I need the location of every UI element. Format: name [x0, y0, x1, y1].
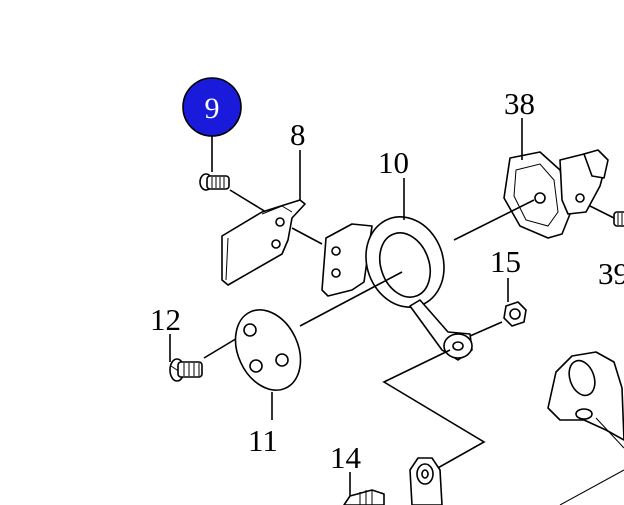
callout-9[interactable]: 9	[182, 77, 242, 172]
part-12-screw[interactable]	[169, 333, 245, 382]
part-11-disc[interactable]	[223, 271, 403, 420]
part-bracket-right[interactable]	[547, 351, 624, 505]
part-9-screw[interactable]	[199, 173, 267, 213]
part-39-screw[interactable]	[613, 211, 624, 227]
part-14-lever[interactable]	[343, 457, 443, 505]
part-15-label: 15	[490, 244, 521, 279]
part-38-label: 38	[504, 86, 535, 121]
part-15-nut[interactable]	[469, 278, 527, 337]
part-14-label: 14	[330, 440, 362, 475]
callout-9-number: 9	[205, 92, 220, 125]
part-39-label: 39	[598, 256, 624, 291]
part-11-label: 11	[248, 423, 278, 458]
part-38-block[interactable]	[453, 118, 615, 241]
part-12-label: 12	[150, 302, 181, 337]
part-10-crank[interactable]	[321, 178, 473, 361]
part-8-plate[interactable]	[221, 150, 323, 286]
part-8-label: 8	[290, 117, 306, 152]
leader-line-10-to-14	[382, 349, 486, 479]
part-10-label: 10	[378, 145, 409, 180]
